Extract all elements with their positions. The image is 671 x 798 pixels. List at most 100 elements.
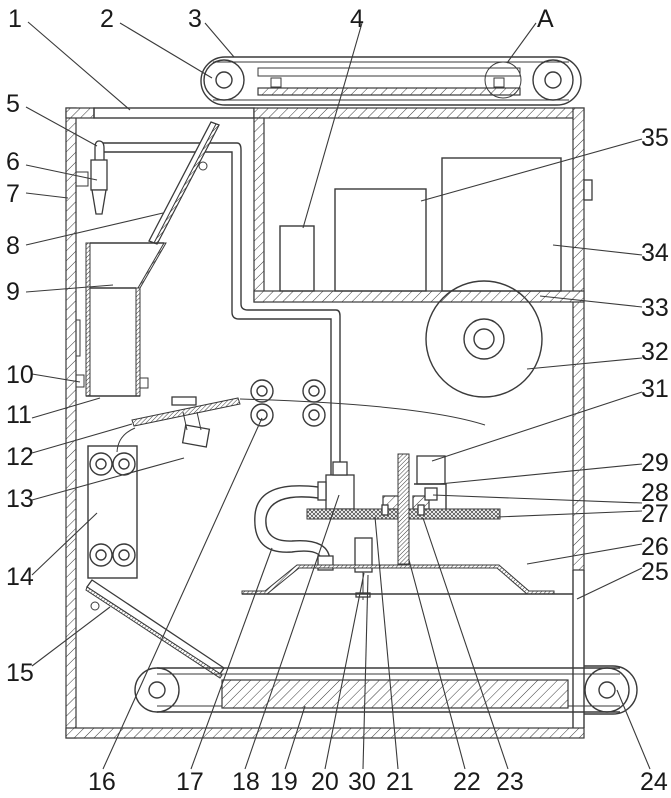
inclined-plate [148,121,220,245]
housing [65,107,593,739]
part-label-31: 31 [641,375,669,403]
part-label-15: 15 [6,659,34,687]
leader-line-23 [422,517,509,770]
leader-line-3 [204,22,235,58]
chute [85,579,225,679]
top-roller-left [203,59,245,101]
part-label-34: 34 [641,239,669,267]
part-label-6: 6 [6,148,20,176]
leader-line-1 [27,21,131,111]
part-label-16: 16 [88,768,116,796]
cylinder [354,537,373,600]
leader-line-17 [190,547,273,770]
part-label-33: 33 [641,294,669,322]
leader-line-7 [25,192,69,199]
nozzle [90,140,108,215]
leader-line-4 [302,22,363,229]
part-label-12: 12 [6,443,34,471]
part-label-14: 14 [6,563,34,591]
leader-line-35 [420,138,643,202]
roller-frame [87,445,138,579]
feed-section [116,379,486,453]
hose [254,485,331,563]
part-label-26: 26 [641,533,669,561]
motor-31 [416,455,446,485]
part-label-11: 11 [6,401,32,429]
leader-line-31 [431,391,643,462]
part-label-23: 23 [496,768,524,796]
reel [425,280,543,398]
top-conveyor [200,56,582,106]
leader-line-33 [539,295,643,308]
part-label-10: 10 [6,361,34,389]
hood [241,564,573,595]
component-35-left [334,188,427,292]
part-label-19: 19 [270,768,298,796]
part-label-3: 3 [188,5,202,33]
top-roller-right [532,59,574,101]
part-label-13: 13 [6,485,34,513]
leader-line-30 [362,574,369,770]
leader-line-14 [31,512,98,576]
component-35-right [441,157,562,292]
leader-line-15 [31,606,111,667]
leader-line-19 [284,705,306,770]
part-label-27: 27 [641,500,669,528]
part-label-21: 21 [386,768,414,796]
leader-line-34 [552,244,643,256]
leader-line-13 [31,457,185,501]
leader-line-8 [25,212,164,246]
part-label-7: 7 [6,180,20,208]
bottom-conveyor [134,665,638,715]
part-label-17: 17 [176,768,204,796]
leader-line-10 [31,373,81,383]
control-compartment [253,117,585,303]
part-label-29: 29 [641,449,669,477]
leader-line-22 [408,559,466,770]
leader-line-5 [25,106,98,147]
leader-line-29 [438,463,643,485]
leader-line-6 [25,164,98,181]
leader-line-16 [102,417,263,770]
leader-line-12 [31,423,133,454]
hopper [85,242,167,397]
leader-line-20 [324,572,365,770]
leader-line-27 [496,510,643,518]
part-label-20: 20 [311,768,339,796]
part-label-A: A [537,5,554,33]
part-label-24: 24 [640,768,668,796]
part-label-30: 30 [348,768,376,796]
component-4 [279,225,315,292]
detail-circle-a [484,61,522,99]
part-label-5: 5 [6,90,20,118]
leader-line-A [506,22,537,64]
part-label-18: 18 [232,768,260,796]
leader-line-25 [576,567,643,600]
part-label-22: 22 [453,768,481,796]
leader-line-21 [374,516,399,770]
part-label-1: 1 [8,5,22,33]
leader-line-9 [25,284,114,293]
platform [306,453,501,565]
part-label-8: 8 [6,232,20,260]
leader-line-32 [526,357,643,370]
part-label-2: 2 [100,5,114,33]
heating-plate [221,679,569,709]
leader-line-11 [31,397,101,419]
leader-line-18 [244,494,340,770]
leader-line-2 [119,22,213,79]
part-label-9: 9 [6,278,20,306]
pipe [100,142,341,478]
part-label-32: 32 [641,338,669,366]
part-label-25: 25 [641,558,669,586]
leader-line-26 [526,543,643,565]
part-label-28: 28 [641,479,669,507]
leader-line-28 [432,494,643,504]
leader-line-24 [616,689,651,770]
valve [317,461,355,571]
leader-lines [25,21,651,770]
part-label-4: 4 [350,5,364,33]
part-label-35: 35 [641,124,669,152]
